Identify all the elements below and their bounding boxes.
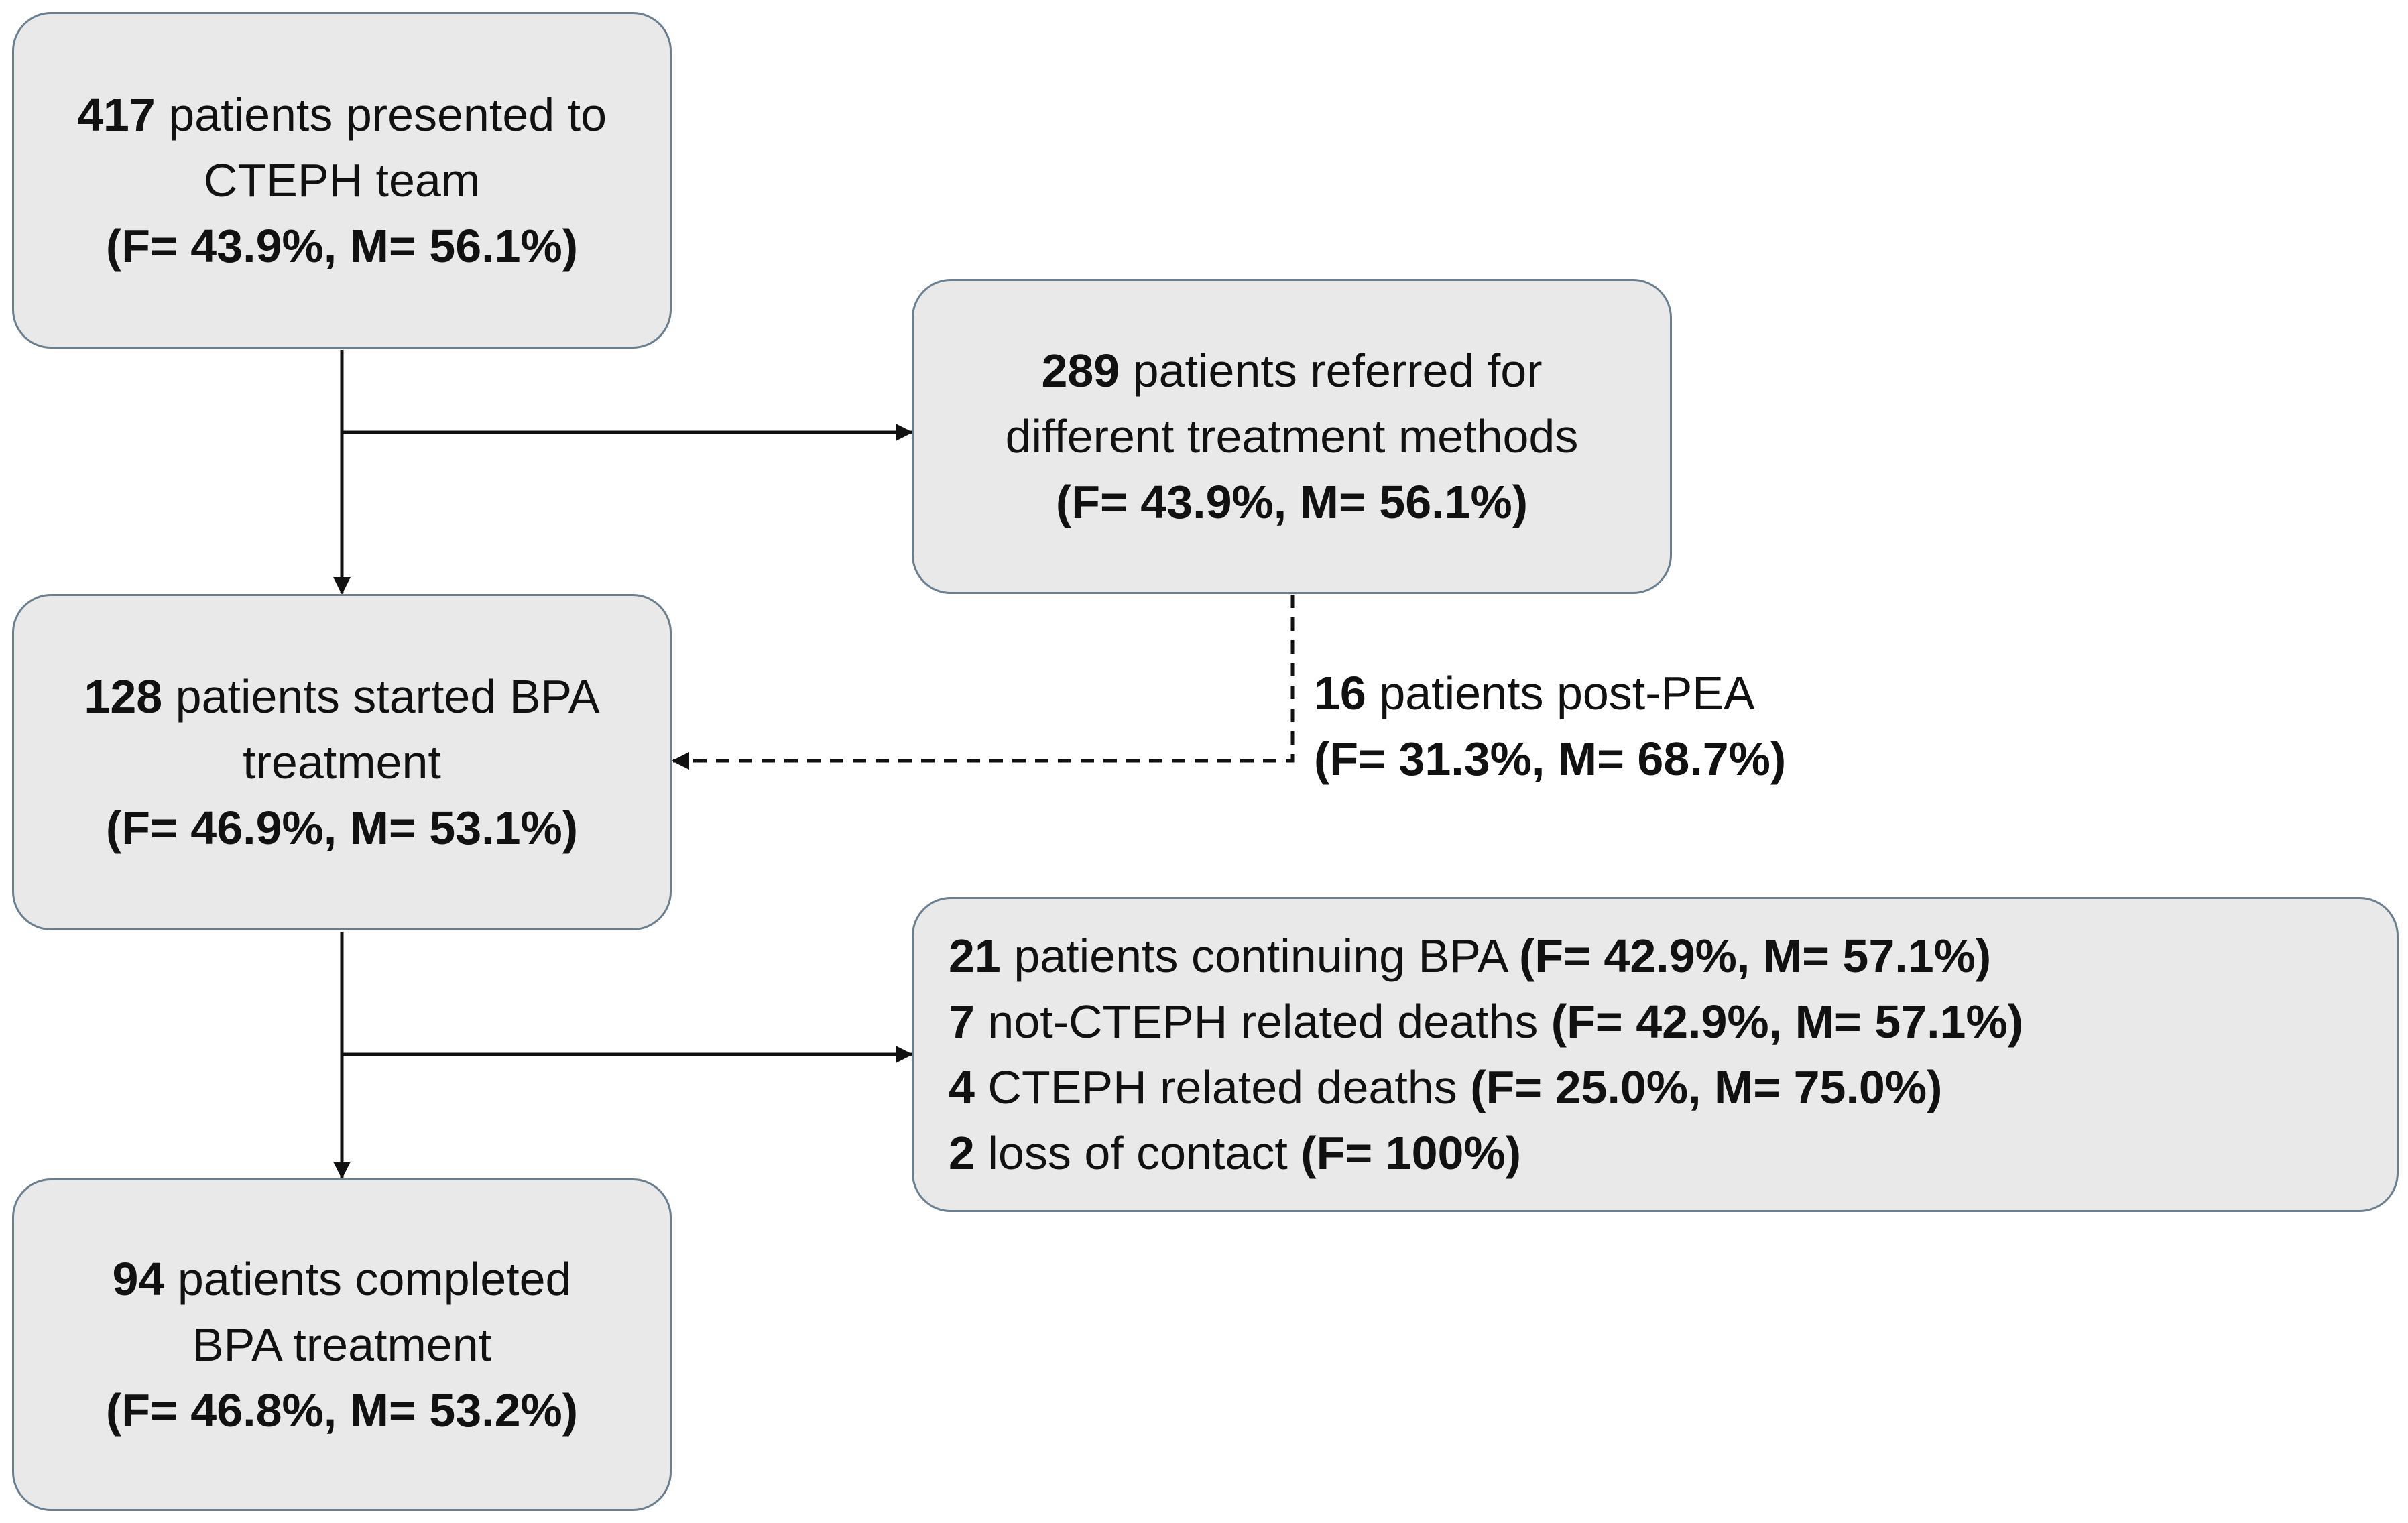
presented-count: 417	[76, 88, 156, 141]
referred-count: 289	[1041, 345, 1120, 397]
box-patients-completed-bpa: 94 patients completed BPA treatment (F= …	[12, 1178, 672, 1511]
post-pea-label: 16 patients post-PEA (F= 31.3%, M= 68.7%…	[1314, 660, 1786, 792]
outcome-stats: (F= 42.9%, M= 57.1%)	[1519, 930, 1992, 982]
outcome-item: 21 patients continuing BPA (F= 42.9%, M=…	[949, 923, 1991, 989]
started-line-1-text: patients started BPA	[162, 670, 600, 723]
post-pea-text: patients post-PEA	[1366, 667, 1755, 719]
outcome-count: 4	[949, 1061, 975, 1113]
started-stats: (F= 46.9%, M= 53.1%)	[106, 795, 578, 861]
presented-stats: (F= 43.9%, M= 56.1%)	[106, 213, 578, 279]
dashed-arrow-post-pea	[672, 595, 1295, 770]
box-patients-referred: 289 patients referred for different trea…	[912, 279, 1672, 594]
post-pea-stats-text: (F= 31.3%, M= 68.7%)	[1314, 733, 1787, 785]
started-stats-text: (F= 46.9%, M= 53.1%)	[105, 802, 579, 854]
outcome-stats: (F= 25.0%, M= 75.0%)	[1470, 1061, 1943, 1113]
completed-stats-text: (F= 46.8%, M= 53.2%)	[105, 1384, 579, 1437]
started-line-1: 128 patients started BPA	[84, 664, 599, 729]
outcome-item: 4 CTEPH related deaths (F= 25.0%, M= 75.…	[949, 1054, 1942, 1120]
referred-line-1: 289 patients referred for	[1041, 338, 1542, 404]
presented-stats-text: (F= 43.9%, M= 56.1%)	[105, 220, 579, 272]
completed-line-2: BPA treatment	[192, 1319, 492, 1371]
outcome-text: not-CTEPH related deaths	[974, 995, 1551, 1048]
completed-line-1-text: patients completed	[164, 1253, 572, 1305]
presented-line-1-text: patients presented to	[155, 88, 607, 141]
referred-line-2: different treatment methods	[1005, 410, 1579, 463]
started-count: 128	[84, 670, 163, 723]
outcome-count: 2	[949, 1127, 975, 1179]
outcome-text: loss of contact	[974, 1127, 1301, 1179]
outcome-count: 21	[949, 930, 1001, 982]
outcome-item: 2 loss of contact (F= 100%)	[949, 1120, 1521, 1186]
referred-line-1-text: patients referred for	[1120, 345, 1543, 397]
post-pea-count: 16	[1314, 667, 1366, 719]
outcome-text: CTEPH related deaths	[974, 1061, 1471, 1113]
outcome-stats: (F= 100%)	[1301, 1127, 1522, 1179]
box-outcomes: 21 patients continuing BPA (F= 42.9%, M=…	[912, 897, 2399, 1212]
completed-stats: (F= 46.8%, M= 53.2%)	[106, 1378, 578, 1443]
completed-line-1: 94 patients completed	[113, 1246, 572, 1312]
post-pea-line-1: 16 patients post-PEA	[1314, 660, 1786, 726]
presented-line-2: CTEPH team	[203, 154, 481, 206]
post-pea-stats: (F= 31.3%, M= 68.7%)	[1314, 726, 1786, 792]
referred-stats: (F= 43.9%, M= 56.1%)	[1056, 469, 1528, 535]
outcome-item: 7 not-CTEPH related deaths (F= 42.9%, M=…	[949, 989, 2023, 1054]
presented-line-1: 417 patients presented to	[77, 82, 607, 147]
box-patients-presented: 417 patients presented to CTEPH team (F=…	[12, 12, 672, 349]
referred-stats-text: (F= 43.9%, M= 56.1%)	[1055, 476, 1528, 528]
outcome-count: 7	[949, 995, 975, 1048]
box-patients-started-bpa: 128 patients started BPA treatment (F= 4…	[12, 594, 672, 930]
outcome-stats: (F= 42.9%, M= 57.1%)	[1551, 995, 2024, 1048]
started-line-2: treatment	[243, 736, 441, 788]
outcome-text: patients continuing BPA	[1000, 930, 1519, 982]
completed-count: 94	[112, 1253, 165, 1305]
